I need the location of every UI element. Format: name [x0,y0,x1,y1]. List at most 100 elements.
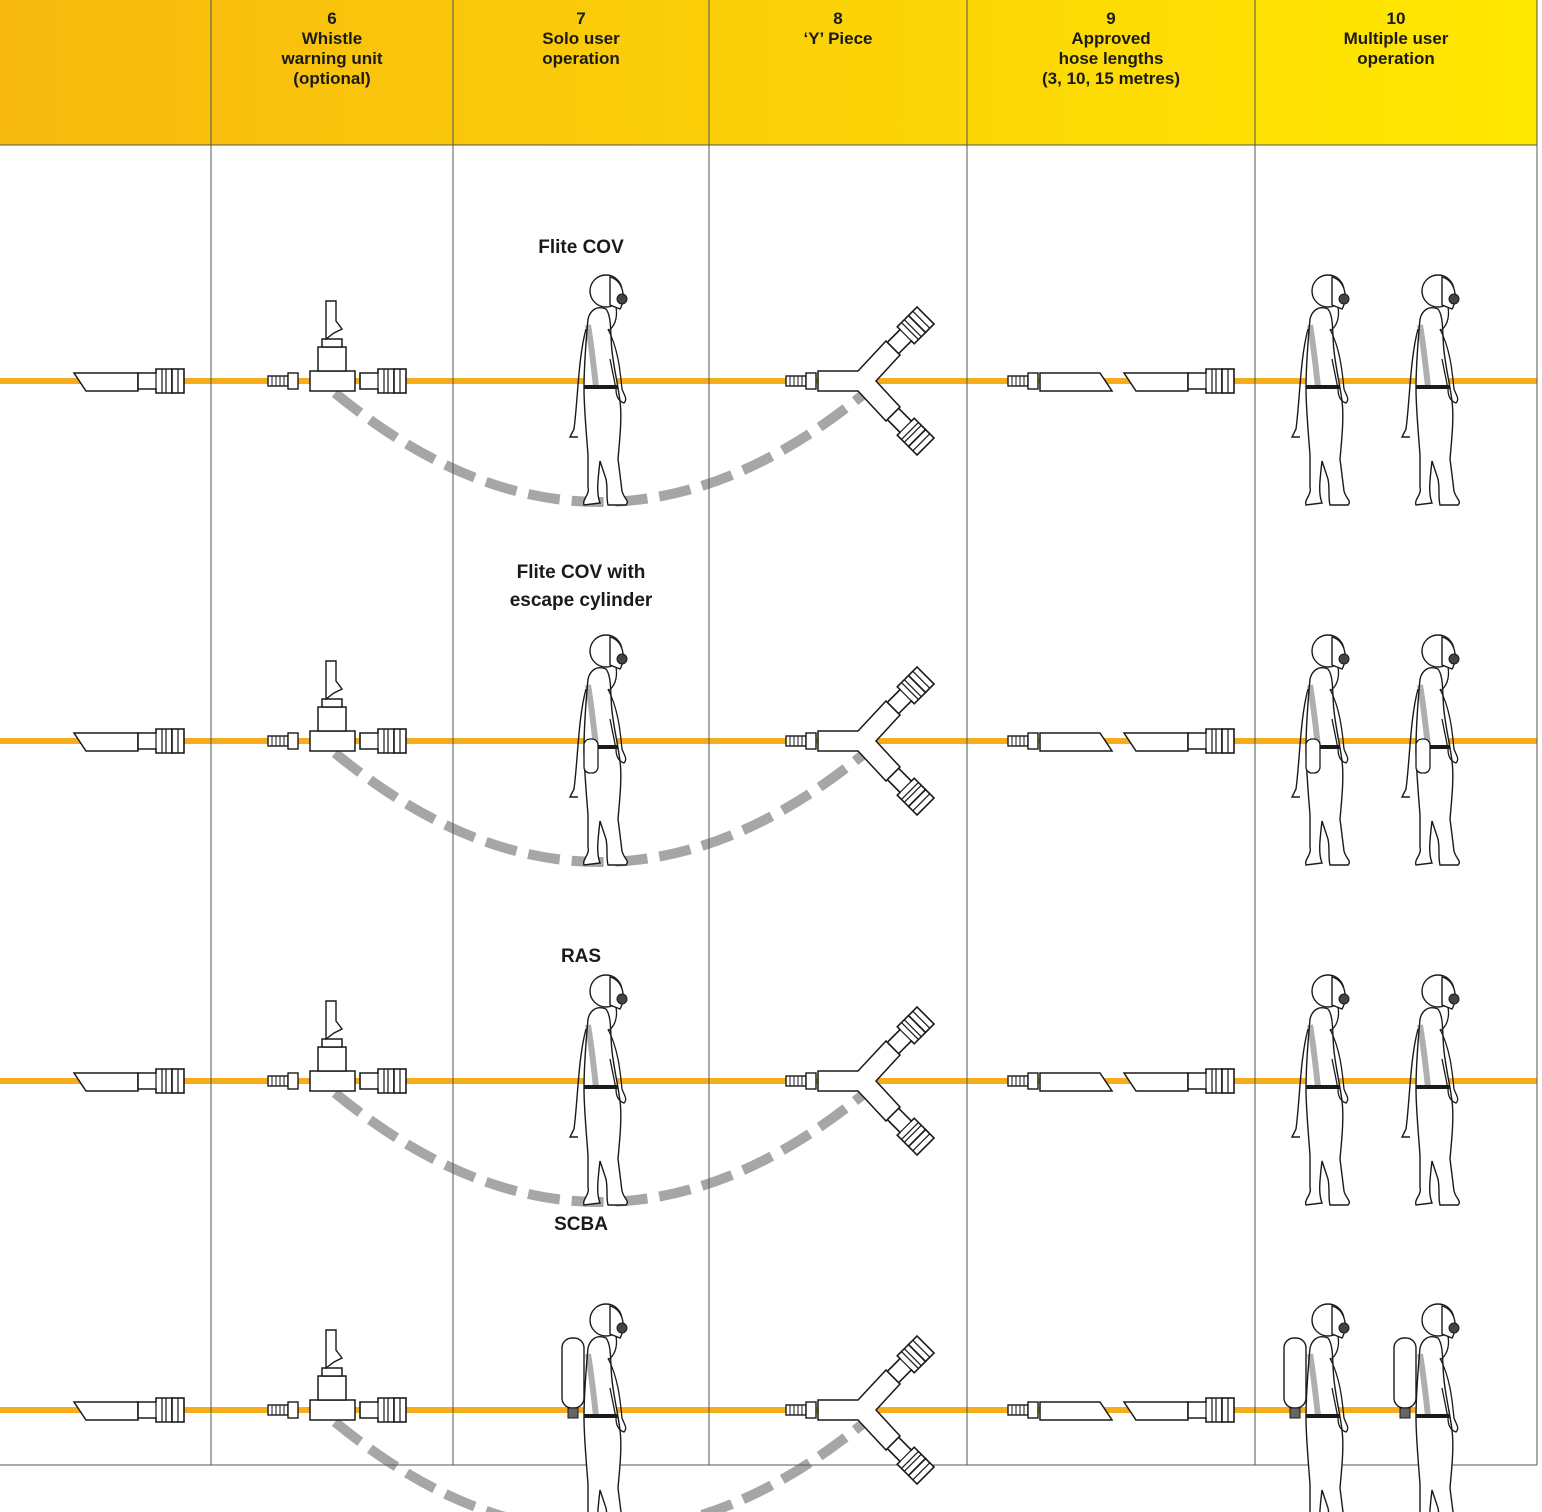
column-title-line: Solo user [542,29,620,48]
hose-plug-icon [1007,1072,1039,1090]
hose-coupling-icon [886,1334,936,1384]
dashed-link [331,1418,869,1512]
column-title-line: Multiple user [1344,29,1449,48]
operator-figure-icon [1290,634,1351,866]
operator-figure-icon [1400,974,1461,1206]
row-label-line: Flite COV with [517,562,646,583]
hose-end-icon [72,1072,139,1092]
hose-end-icon [72,732,139,752]
y-piece-outlet [886,305,936,355]
header-band [0,0,1537,145]
devices [72,300,1235,1486]
row-label-line: RAS [561,946,601,967]
hose-plug-icon [785,372,817,390]
hose-end-icon [72,372,139,392]
air-cylinder-icon [583,738,599,774]
hose-plug-icon [785,732,817,750]
column-number: 8 [833,9,842,28]
hose-plug-icon [267,1072,299,1090]
y-piece-outlet [886,407,936,457]
hose-end-icon [1039,1072,1114,1092]
column-title-line: Whistle [302,29,362,48]
hose-coupling-icon [886,305,936,355]
column-number: 9 [1106,9,1115,28]
hose-end-icon [1039,372,1114,392]
whistle-tee-icon [267,1000,407,1094]
hose-lines [0,378,1537,1413]
hose-length-icon [1007,728,1235,754]
row-label-line: SCBA [554,1214,608,1235]
air-cylinder-icon [1393,1337,1417,1409]
column-title-line: ‘Y’ Piece [804,29,873,48]
row-label-cov: Flite COV [538,237,624,258]
row-label-line: Flite COV [538,237,624,258]
hose-coupling-icon [137,368,185,394]
hose-coupling-icon [886,1436,936,1486]
hose-end-icon [1122,372,1189,392]
air-cylinder-icon [1415,738,1431,774]
operator-figure-icon [561,1303,628,1512]
hose-coupling-icon [137,1068,185,1094]
y-piece-icon [785,1334,936,1486]
hose-length-icon [1007,368,1235,394]
column-title-line: hose lengths [1059,49,1164,68]
hose-plug-icon [785,1401,817,1419]
operator-figure-icon [1290,974,1351,1206]
hose-coupling-icon [359,368,407,394]
air-cylinder-icon [1305,738,1321,774]
hose-end-icon [1039,1401,1114,1421]
row-label-cov-escape: Flite COV with escape cylinder [510,562,653,611]
hose-length-icon [1007,1397,1235,1423]
hose-plug-icon [267,372,299,390]
y-piece-outlet [886,767,936,817]
hose-coupling-icon [137,728,185,754]
hose-coupling-icon [886,407,936,457]
column-title-line: Approved [1071,29,1150,48]
hose-coupling-icon [886,665,936,715]
hose-coupling-icon [886,767,936,817]
hose-coupling-icon [1187,728,1235,754]
hose-plug-icon [1007,372,1039,390]
table-grid [0,0,1538,1466]
operator-figure-icon [1290,274,1351,506]
hose-coupling-icon [1187,1068,1235,1094]
hose-coupling-icon [359,1068,407,1094]
column-title-line: operation [542,49,619,68]
y-piece-icon [785,1005,936,1157]
operator-figure-icon [568,974,629,1206]
y-piece-outlet [886,1005,936,1055]
hose-end-icon [1122,732,1189,752]
column-title-line: operation [1357,49,1434,68]
hose-coupling-icon [359,728,407,754]
whistle-tee-icon [267,300,407,394]
column-title-line: (optional) [293,69,370,88]
hose-plug-icon [785,1072,817,1090]
y-piece-outlet [886,665,936,715]
y-piece-icon [785,665,936,817]
hose-coupling-icon [886,1107,936,1157]
column-title-line: warning unit [280,49,382,68]
row-labels: Flite COV Flite COV with escape cylinderRA… [510,237,653,1235]
y-piece-icon [785,305,936,457]
whistle-tee-icon [267,660,407,754]
row-label-line: escape cylinder [510,590,653,611]
row-label-scba: SCBA [554,1214,608,1235]
operator-figure-icon [1393,1303,1460,1512]
hose-coupling-icon [137,1397,185,1423]
hose-coupling-icon [1187,368,1235,394]
hose-end-icon [1122,1072,1189,1092]
hose-length-icon [1007,1068,1235,1094]
column-number: 10 [1387,9,1406,28]
hose-plug-icon [1007,732,1039,750]
hose-coupling-icon [359,1397,407,1423]
operator-figure-icon [1283,1303,1350,1512]
column-number: 7 [576,9,585,28]
whistle-tee-icon [267,1329,407,1423]
operator-figure-icon [568,634,629,866]
column-number: 6 [327,9,336,28]
hose-plug-icon [267,732,299,750]
